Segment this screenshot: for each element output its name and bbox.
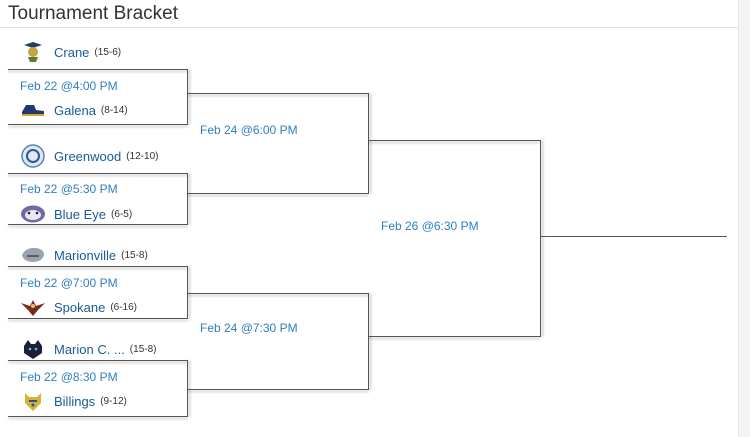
bracket-line bbox=[369, 336, 540, 337]
team-record: (15-8) bbox=[121, 249, 148, 261]
game-date-r1-2[interactable]: Feb 22 @5:30 PM bbox=[20, 182, 118, 196]
team-entry-marionville[interactable]: Marionville (15-8) bbox=[20, 242, 148, 268]
bracket-line bbox=[369, 140, 540, 141]
marionville-mascot-icon bbox=[20, 244, 46, 266]
bracket-line bbox=[188, 93, 369, 94]
galena-shoe-icon bbox=[20, 99, 46, 121]
team-entry-blue-eye[interactable]: Blue Eye (6-5) bbox=[20, 201, 132, 227]
blue-eye-bulldog-icon bbox=[20, 203, 46, 225]
team-record: (6-16) bbox=[110, 301, 138, 313]
bracket-line bbox=[368, 293, 369, 390]
bracket-line bbox=[8, 124, 188, 125]
greenwood-crest-icon bbox=[20, 144, 46, 168]
team-record: (15-8) bbox=[129, 343, 157, 355]
team-name: Marion C. ... bbox=[54, 341, 125, 357]
team-name: Blue Eye bbox=[54, 206, 107, 222]
team-name: Crane bbox=[54, 44, 90, 60]
bracket-line bbox=[187, 360, 188, 417]
page-title: Tournament Bracket bbox=[8, 3, 179, 24]
team-record: (15-6) bbox=[94, 46, 122, 58]
team-record: (9-12) bbox=[100, 395, 127, 407]
bracket-line bbox=[540, 140, 541, 337]
bracket-line bbox=[187, 69, 188, 125]
team-name: Galena bbox=[54, 102, 96, 118]
team-entry-spokane[interactable]: Spokane (6-16) bbox=[20, 294, 137, 320]
marion-c-panther-icon bbox=[20, 338, 46, 360]
bracket-line bbox=[368, 93, 369, 194]
bracket-line bbox=[8, 173, 188, 174]
bracket-line bbox=[8, 69, 188, 70]
game-date-r1-1[interactable]: Feb 22 @4:00 PM bbox=[20, 79, 118, 93]
spokane-eagle-icon bbox=[20, 296, 46, 318]
game-date-r2-2[interactable]: Feb 24 @7:30 PM bbox=[200, 321, 298, 335]
team-name: Spokane bbox=[54, 299, 106, 315]
bracket-line bbox=[187, 266, 188, 319]
bracket-line bbox=[188, 389, 369, 390]
bracket-line bbox=[8, 318, 188, 319]
game-date-final[interactable]: Feb 26 @6:30 PM bbox=[381, 219, 479, 233]
crane-mascot-icon bbox=[20, 41, 46, 63]
team-record: (8-14) bbox=[100, 104, 128, 116]
team-entry-marion-c[interactable]: Marion C. ... (15-8) bbox=[20, 336, 156, 362]
bracket-line bbox=[187, 173, 188, 225]
vertical-scrollbar[interactable] bbox=[738, 0, 750, 437]
bracket-line bbox=[188, 193, 369, 194]
game-date-r2-1[interactable]: Feb 24 @6:00 PM bbox=[200, 123, 298, 137]
game-date-r1-4[interactable]: Feb 22 @8:30 PM bbox=[20, 370, 118, 384]
team-record: (6-5) bbox=[111, 208, 133, 220]
bracket-line bbox=[8, 266, 188, 267]
billings-wildcat-icon bbox=[20, 390, 46, 412]
team-name: Greenwood bbox=[54, 148, 122, 164]
bracket-line bbox=[8, 360, 188, 361]
team-record: (12-10) bbox=[126, 150, 159, 162]
game-date-r1-3[interactable]: Feb 22 @7:00 PM bbox=[20, 276, 118, 290]
team-name: Marionville bbox=[54, 247, 117, 263]
bracket-line bbox=[8, 416, 188, 417]
team-entry-galena[interactable]: Galena (8-14) bbox=[20, 97, 128, 123]
team-entry-crane[interactable]: Crane (15-6) bbox=[20, 39, 121, 65]
bracket-line bbox=[188, 293, 369, 294]
team-entry-greenwood[interactable]: Greenwood (12-10) bbox=[20, 143, 158, 169]
team-entry-billings[interactable]: Billings (9-12) bbox=[20, 388, 127, 414]
bracket-line bbox=[8, 224, 188, 225]
team-name: Billings bbox=[54, 393, 96, 409]
champion-line bbox=[541, 236, 727, 237]
title-divider bbox=[0, 27, 738, 28]
